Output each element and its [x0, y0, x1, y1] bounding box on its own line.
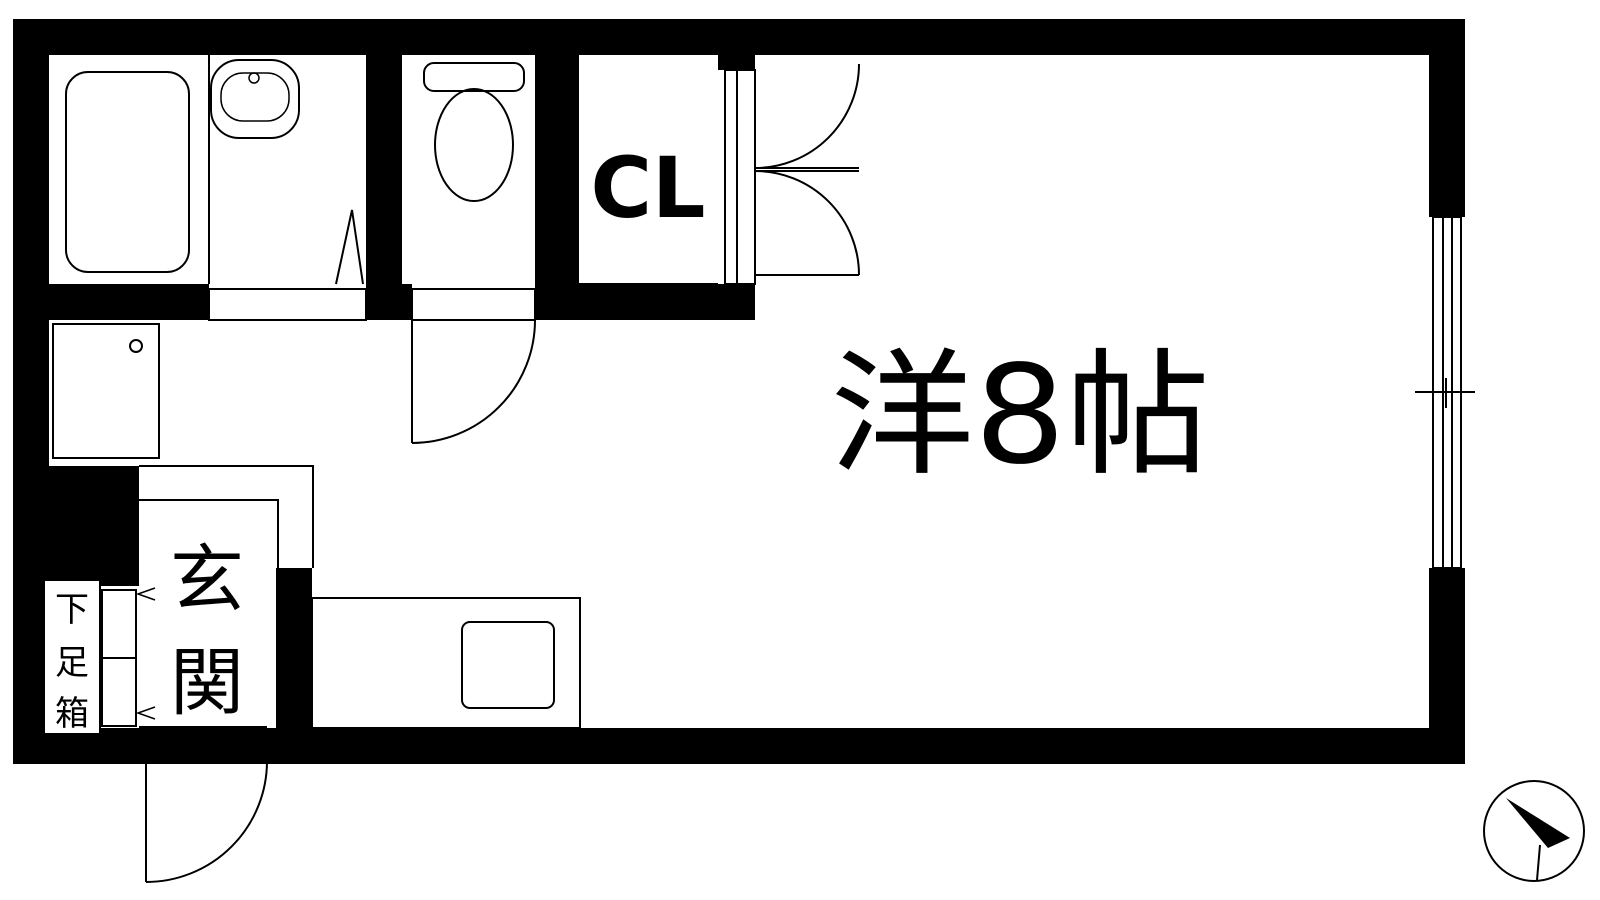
window: [1415, 216, 1475, 569]
exterior-walls: [13, 19, 1465, 764]
shoe-box-label-char-3: 箱: [55, 694, 89, 734]
closet-doors[interactable]: [724, 63, 860, 285]
fridge-space: [139, 465, 314, 568]
folding-door: [335, 209, 364, 285]
kitchen-counter: [311, 597, 581, 729]
shoe-box-label-char-1: 下: [55, 590, 89, 630]
north-arrow-icon: [1483, 780, 1585, 882]
wall-right-upper: [1429, 19, 1465, 217]
entrance-door[interactable]: [145, 732, 268, 883]
wall-top: [13, 19, 1465, 55]
washbasin-icon: [210, 59, 300, 139]
main-room-label: 洋8帖: [830, 337, 1210, 495]
toilet-icon: [423, 62, 525, 202]
shoe-box-label-char-2: 足: [55, 643, 89, 683]
sink-icon: [461, 621, 555, 709]
washer-space: [52, 323, 160, 459]
wall-right-lower: [1429, 568, 1465, 764]
shoe-box-doors: [101, 587, 156, 727]
entrance-label-char-2: 関: [170, 640, 244, 726]
bathtub-icon: [65, 71, 190, 273]
interior-walls: [49, 55, 755, 730]
toilet-door[interactable]: [411, 288, 536, 444]
entrance-label-char-1: 玄: [170, 537, 244, 623]
shoe-box: 下 足 箱: [43, 579, 101, 735]
closet-label: CL: [591, 139, 706, 237]
bath-door-threshold: [208, 288, 367, 321]
